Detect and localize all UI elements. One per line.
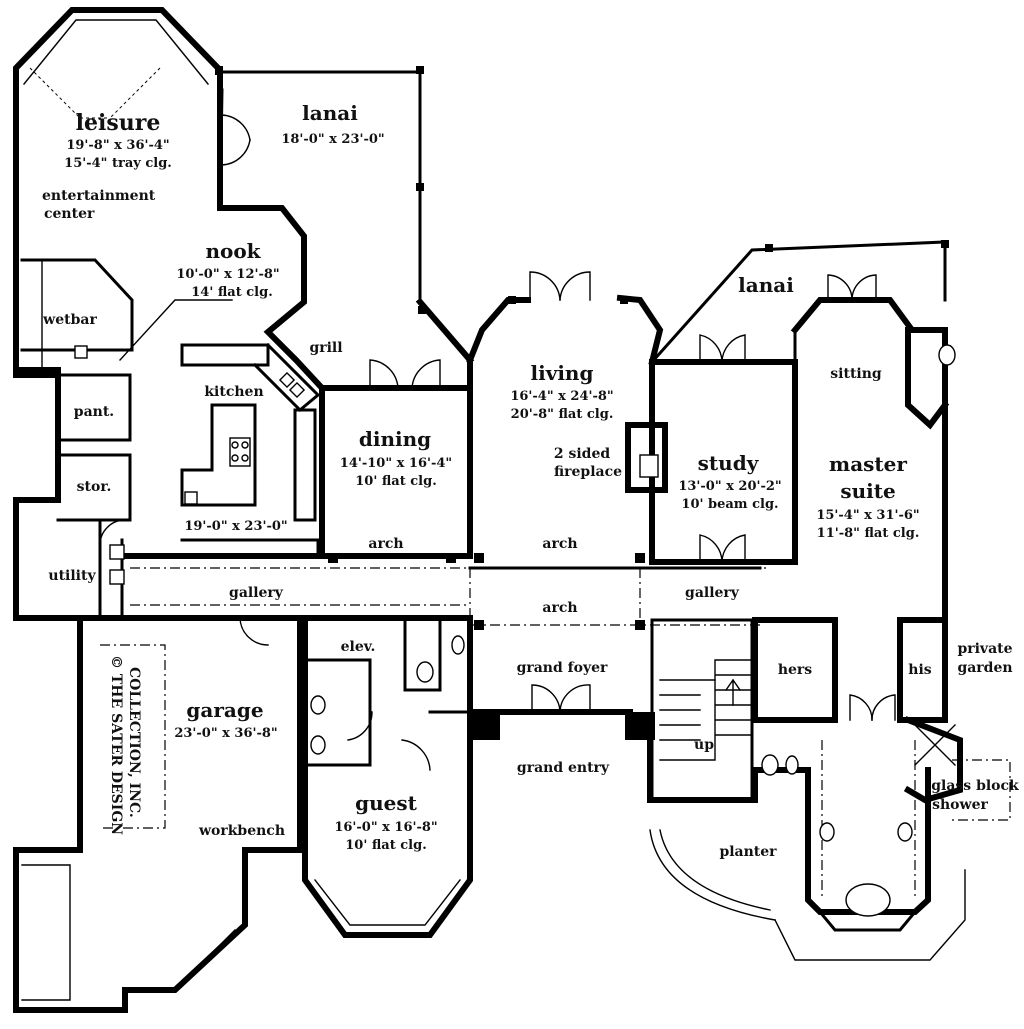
leisure-dim: 19'-8" x 36'-4" xyxy=(66,138,169,153)
nook-label: nook xyxy=(205,239,261,263)
planter-label: planter xyxy=(719,844,777,860)
guest-dim: 16'-0" x 16'-8" xyxy=(334,820,437,835)
workbench-label: workbench xyxy=(198,823,285,839)
master-ceiling: 11'-8" flat clg. xyxy=(817,526,920,541)
living-label: living xyxy=(531,361,594,385)
gallery-left-label: gallery xyxy=(229,585,284,601)
exterior-walls xyxy=(13,7,966,1013)
pantry-label: pant. xyxy=(74,404,114,420)
lanai-left-label: lanai xyxy=(302,101,358,125)
lanai-right-label: lanai xyxy=(738,273,794,297)
doors xyxy=(99,114,896,771)
dining-dim: 14'-10" x 16'-4" xyxy=(340,456,452,471)
room-labels: leisure 19'-8" x 36'-4" 15'-4" tray clg.… xyxy=(42,101,1019,860)
nook-ceiling: 14' flat clg. xyxy=(191,285,272,300)
grand-entry-label: grand entry xyxy=(517,760,610,776)
copyright-label: © THE SATER DESIGN xyxy=(108,655,124,835)
entertainment-label: entertainment xyxy=(42,188,156,204)
grill-label: grill xyxy=(309,340,342,356)
study-label: study xyxy=(698,451,760,475)
master-dim: 15'-4" x 31'-6" xyxy=(816,508,919,523)
dining-ceiling: 10' flat clg. xyxy=(355,474,436,489)
leisure-label: leisure xyxy=(76,110,161,136)
arch-dining-label: arch xyxy=(368,536,403,552)
utility-label: utility xyxy=(48,568,96,584)
storage-label: stor. xyxy=(77,479,112,495)
living-ceiling: 20'-8" flat clg. xyxy=(511,407,614,422)
master-label: master xyxy=(829,452,907,476)
arch-foyer-label: arch xyxy=(542,600,577,616)
study-dim: 13'-0" x 20'-2" xyxy=(678,479,781,494)
hers-label: hers xyxy=(778,662,812,678)
elevator-label: elev. xyxy=(341,639,376,655)
fixtures xyxy=(74,344,1011,917)
kitchen-label: kitchen xyxy=(204,384,263,400)
fireplace-label-2: fireplace xyxy=(554,464,622,480)
living-dim: 16'-4" x 24'-8" xyxy=(510,389,613,404)
master-label-2: suite xyxy=(840,479,895,503)
stair-up-label: up xyxy=(694,737,714,753)
wetbar-label: wetbar xyxy=(42,312,97,328)
nook-dim: 10'-0" x 12'-8" xyxy=(176,267,279,282)
sitting-label: sitting xyxy=(830,366,882,382)
leisure-ceiling: 15'-4" tray clg. xyxy=(64,156,172,171)
kitchen-dim: 19'-0" x 23'-0" xyxy=(184,519,287,534)
his-label: his xyxy=(908,662,931,678)
guest-label: guest xyxy=(355,791,418,815)
guest-ceiling: 10' flat clg. xyxy=(345,838,426,853)
interior-walls xyxy=(14,258,950,620)
grand-foyer-label: grand foyer xyxy=(517,660,608,676)
study-ceiling: 10' beam clg. xyxy=(681,497,778,512)
posts xyxy=(215,66,949,740)
dining-label: dining xyxy=(359,427,431,451)
copyright-label-2: COLLECTION, INC. xyxy=(126,667,142,818)
shower-label-2: shower xyxy=(932,797,988,813)
garage-label: garage xyxy=(186,698,263,722)
shower-label: glass block xyxy=(931,778,1019,794)
fireplace-label: 2 sided xyxy=(554,446,611,462)
gallery-right-label: gallery xyxy=(685,585,740,601)
private-garden-label: private xyxy=(957,641,1012,657)
arch-lines xyxy=(29,67,916,900)
arch-living-label: arch xyxy=(542,536,577,552)
lanai-left-dim: 18'-0" x 23'-0" xyxy=(281,132,384,147)
entertainment-label-2: center xyxy=(44,206,95,222)
private-garden-label-2: garden xyxy=(957,660,1012,676)
garage-dim: 23'-0" x 36'-8" xyxy=(174,726,277,741)
